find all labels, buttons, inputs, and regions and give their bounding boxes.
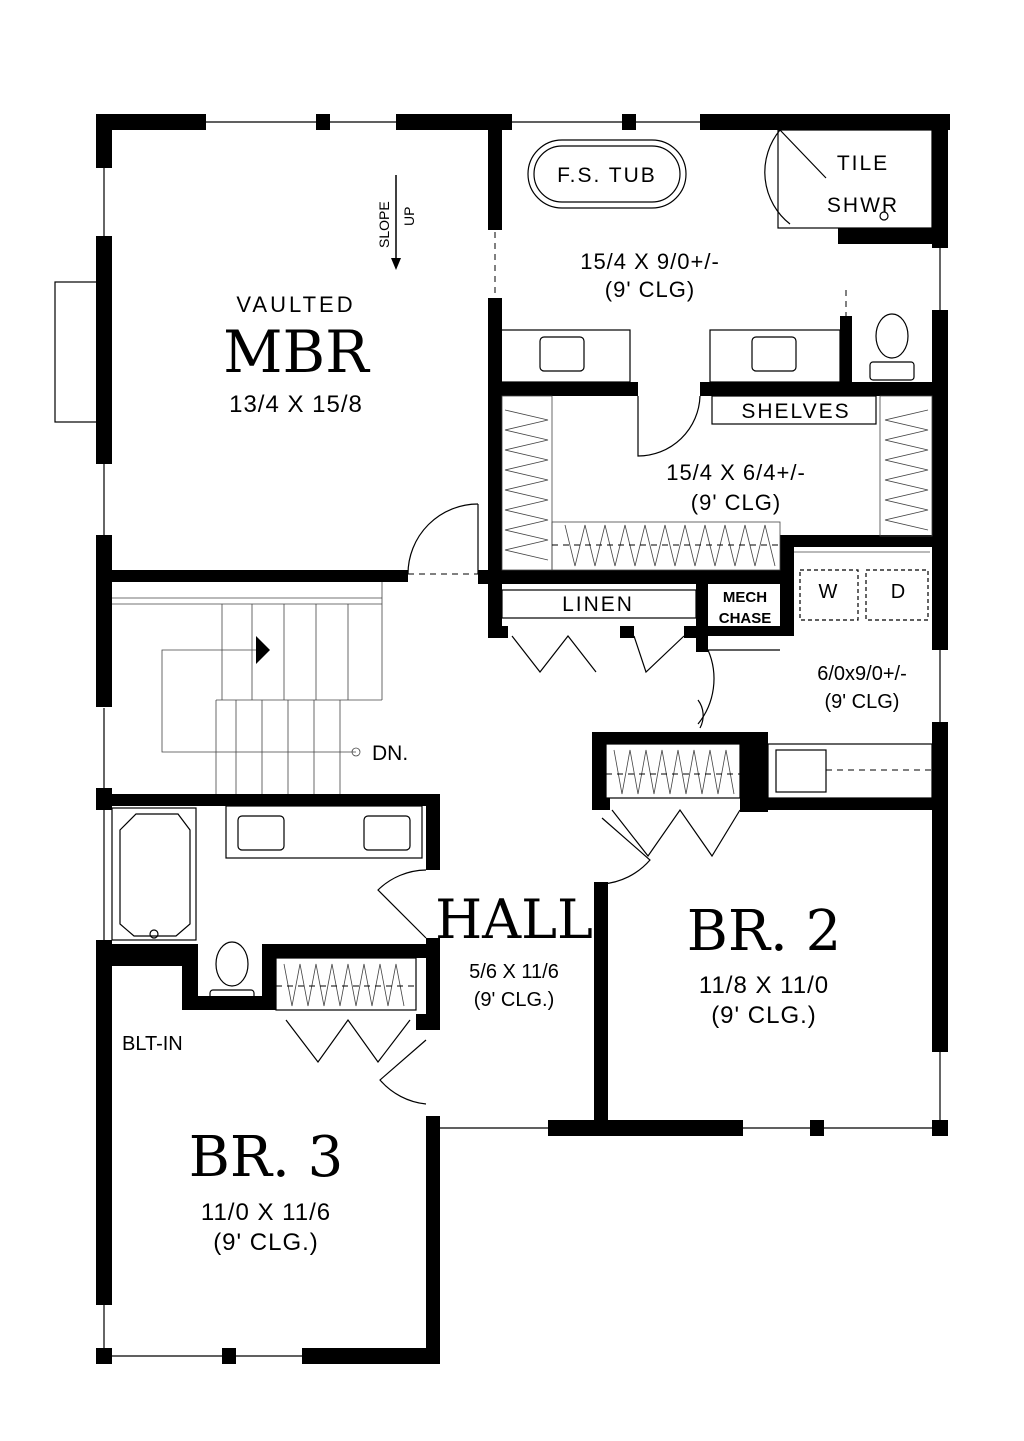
slope-label: SLOPE (376, 201, 392, 248)
window-lines (103, 121, 941, 1358)
bedroom-3: BLT-IN BR. 3 11/0 X 11/6 (9' CLG.) (122, 957, 427, 1256)
br3-door-swing (379, 1039, 427, 1105)
linen-shelf (501, 589, 697, 619)
shelves-label: SHELVES (741, 400, 850, 423)
shower-label-shwr: SHWR (827, 194, 899, 217)
dryer-label: D (891, 581, 905, 603)
closet-ceiling: (9' CLG) (691, 490, 781, 515)
washer-label: W (819, 581, 838, 603)
closet-door-swing (637, 395, 701, 457)
shower-label-tile: TILE (837, 152, 889, 175)
stairs (112, 582, 383, 794)
toilet (875, 313, 909, 359)
laundry-sink (775, 749, 827, 793)
laundry-ceiling: (9' CLG) (825, 691, 900, 713)
hall-bath-door-swing (377, 869, 427, 939)
slope-arrow-icon (391, 258, 401, 270)
slope-up-indicator: SLOPE UP (376, 175, 417, 270)
vanity-right (709, 329, 841, 383)
hall: HALL 5/6 X 11/6 (9' CLG.) (435, 888, 593, 1011)
br2-closet-doors (611, 808, 741, 858)
mech-label-2: CHASE (719, 610, 772, 627)
hall-bath (111, 805, 427, 1009)
bath-ceiling: (9' CLG) (605, 277, 695, 302)
washer (799, 569, 859, 621)
br3-size: 11/0 X 11/6 (201, 1199, 331, 1226)
br2-closet (605, 743, 741, 799)
dryer (865, 569, 929, 621)
up-label: UP (401, 207, 417, 226)
sink-right (751, 336, 797, 372)
mbr-vaulted-label: VAULTED (236, 292, 355, 317)
br2-size: 11/8 X 11/0 (699, 972, 829, 999)
vanity-left (499, 329, 631, 383)
shelves (711, 395, 877, 425)
hall-sink-left (237, 815, 285, 851)
br3-ceiling: (9' CLG.) (213, 1229, 319, 1256)
hall-ceiling: (9' CLG.) (474, 989, 555, 1011)
br3-closet (275, 957, 417, 1011)
walls (96, 114, 950, 1364)
br3-name: BR. 3 (189, 1125, 344, 1190)
stair-arrow-icon (256, 636, 270, 664)
closet-size: 15/4 X 6/4+/- (666, 460, 806, 485)
stairs-dn-label: DN. (372, 742, 408, 765)
linen-doors (511, 635, 685, 674)
laundry-size: 6/0x9/0+/- (817, 663, 907, 685)
br2-ceiling: (9' CLG.) (711, 1002, 817, 1029)
bedroom-2: BR. 2 11/8 X 11/0 (9' CLG.) (601, 699, 842, 1029)
linen-label: LINEN (562, 593, 634, 616)
hall-toilet (215, 941, 249, 987)
linen-mech-laundry: LINEN MECH CHASE W D 6/0x9/0+/- (9' CLG) (501, 551, 933, 799)
br2-door-swing (601, 817, 651, 885)
mbr-door-swing (407, 503, 479, 575)
shower-door (764, 129, 827, 225)
mbr-size: 13/4 X 15/8 (229, 391, 363, 418)
bump-out (54, 281, 100, 423)
laundry-door-swing (697, 649, 715, 725)
br3-closet-doors (285, 1018, 411, 1064)
walk-in-closet: SHELVES 15/4 X 6/4+/- (9' CLG) (501, 395, 933, 571)
sink-left (539, 336, 585, 372)
tub-label: F.S. TUB (557, 164, 657, 187)
bath-size: 15/4 X 9/0+/- (580, 249, 720, 274)
mech-label-1: MECH (723, 589, 767, 606)
laundry-counter (767, 743, 933, 799)
freestanding-tub (527, 139, 687, 209)
hall-sink-right (363, 815, 411, 851)
br2-name: BR. 2 (687, 899, 842, 964)
br3-builtin-label: BLT-IN (122, 1033, 183, 1055)
tile-shower (777, 129, 933, 229)
mbr-room: VAULTED MBR 13/4 X 15/8 SLOPE UP (223, 175, 496, 575)
hall-vanity (225, 805, 423, 859)
master-bath: F.S. TUB TILE SHWR 15/4 X 9/0+/- (9' CLG… (499, 129, 933, 383)
hall-size: 5/6 X 11/6 (469, 961, 559, 983)
hall-tub (111, 807, 197, 941)
hall-name: HALL (435, 888, 593, 951)
mbr-name: MBR (223, 318, 371, 386)
